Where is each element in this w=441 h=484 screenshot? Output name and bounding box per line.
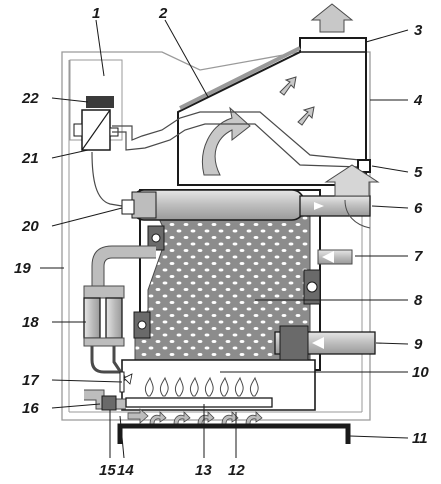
combustion-air-arrows <box>149 411 263 425</box>
top-water-pipe <box>121 189 371 221</box>
label-15: 15 <box>99 462 116 479</box>
label-18: 18 <box>22 314 39 331</box>
water-out-arrow <box>314 202 324 210</box>
flue-small-arrow-1 <box>279 76 297 96</box>
pilot-flame <box>123 373 133 385</box>
gas-cock <box>101 395 117 411</box>
label-9: 9 <box>414 336 423 353</box>
heat-exchanger <box>121 189 321 411</box>
label-19: 19 <box>14 260 31 277</box>
hot-air-arrow <box>324 164 380 197</box>
flue-small-arrow-2 <box>297 106 315 126</box>
label-12: 12 <box>228 462 245 479</box>
label-6: 6 <box>414 200 423 217</box>
label-1: 1 <box>92 5 100 22</box>
left-water-pipe <box>92 246 156 286</box>
flue-swirl-arrow <box>202 106 251 176</box>
flue-gas-arrows <box>202 3 354 176</box>
label-11: 11 <box>412 430 428 447</box>
label-16: 16 <box>22 400 39 417</box>
label-5: 5 <box>414 164 423 181</box>
gas-valve-assembly <box>83 285 128 381</box>
water-in-arrow <box>312 337 324 349</box>
label-10: 10 <box>412 364 429 381</box>
base-stand <box>117 423 351 444</box>
control-unit <box>69 59 123 151</box>
gas-flow-arrow <box>127 408 149 424</box>
label-7: 7 <box>414 248 423 265</box>
capillary-tubes <box>91 111 361 207</box>
gas-inlet-pipe <box>317 249 353 265</box>
callout-labels: 1 2 3 4 5 6 7 8 9 10 11 12 13 14 15 16 1… <box>14 5 429 479</box>
label-4: 4 <box>413 92 423 109</box>
label-8: 8 <box>414 292 423 309</box>
burner-flames <box>144 376 259 397</box>
label-2: 2 <box>158 5 168 22</box>
temperature-sensor <box>357 159 371 173</box>
flue-exit-arrow <box>310 3 354 33</box>
leader-lines <box>40 19 409 459</box>
label-14: 14 <box>117 462 134 479</box>
main-burner <box>125 376 273 425</box>
label-21: 21 <box>21 150 39 167</box>
return-water-pipe <box>274 325 376 361</box>
gas-supply-pipe <box>84 389 126 411</box>
label-20: 20 <box>21 218 39 235</box>
indicator-lamp <box>86 96 114 108</box>
gas-inlet-arrow <box>322 251 334 263</box>
label-17: 17 <box>22 372 39 389</box>
label-22: 22 <box>21 90 39 107</box>
label-3: 3 <box>414 22 423 39</box>
union-fitting <box>121 199 135 215</box>
label-13: 13 <box>195 462 212 479</box>
